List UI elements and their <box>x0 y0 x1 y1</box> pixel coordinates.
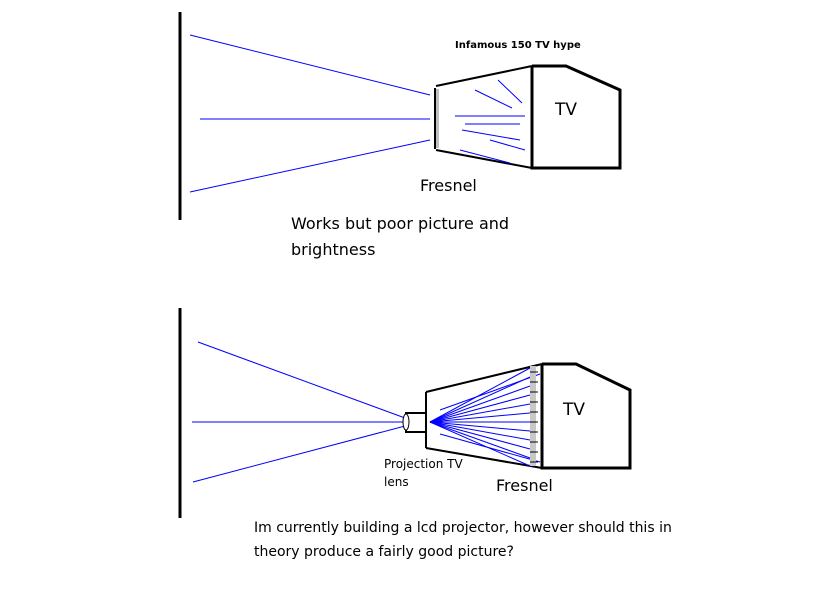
lens-label-line2: lens <box>384 475 409 489</box>
bottom-fresnel-label: Fresnel <box>496 476 553 495</box>
bottom-housing <box>425 363 543 469</box>
top-ray-lower <box>189 139 431 193</box>
bottom-fresnel-glass <box>530 366 536 466</box>
projection-tv-lens <box>402 412 427 433</box>
bottom-tv-box <box>540 362 632 470</box>
top-tv-box <box>530 64 622 170</box>
bottom-ray-lower <box>192 425 406 483</box>
top-fresnel-lens <box>434 88 439 149</box>
top-fresnel-glass <box>436 89 439 148</box>
bottom-ray-upper <box>197 341 406 419</box>
top-rays-to-screen <box>189 34 431 193</box>
top-ray-upper <box>189 34 431 96</box>
top-caption-line1: Works but poor picture and <box>291 214 509 233</box>
question-line1: Im currently building a lcd projector, h… <box>254 520 672 536</box>
top-tv-label: TV <box>554 100 577 120</box>
bottom-tv-label: TV <box>562 400 585 420</box>
bottom-rays-to-screen <box>192 341 406 483</box>
top-diagram <box>178 12 622 220</box>
question-line2: theory produce a fairly good picture? <box>254 544 514 560</box>
top-housing <box>435 65 533 169</box>
bottom-fresnel-lens <box>530 366 538 466</box>
top-fresnel-label: Fresnel <box>420 176 477 195</box>
top-title: Infamous 150 TV hype <box>455 40 581 51</box>
bottom-diagram <box>178 308 632 518</box>
top-caption-line2: brightness <box>291 240 375 259</box>
top-internal-rays <box>455 79 526 164</box>
bottom-fan-rays <box>429 367 541 467</box>
lens-label-line1: Projection TV <box>384 457 463 471</box>
lens-front-element <box>402 413 410 431</box>
